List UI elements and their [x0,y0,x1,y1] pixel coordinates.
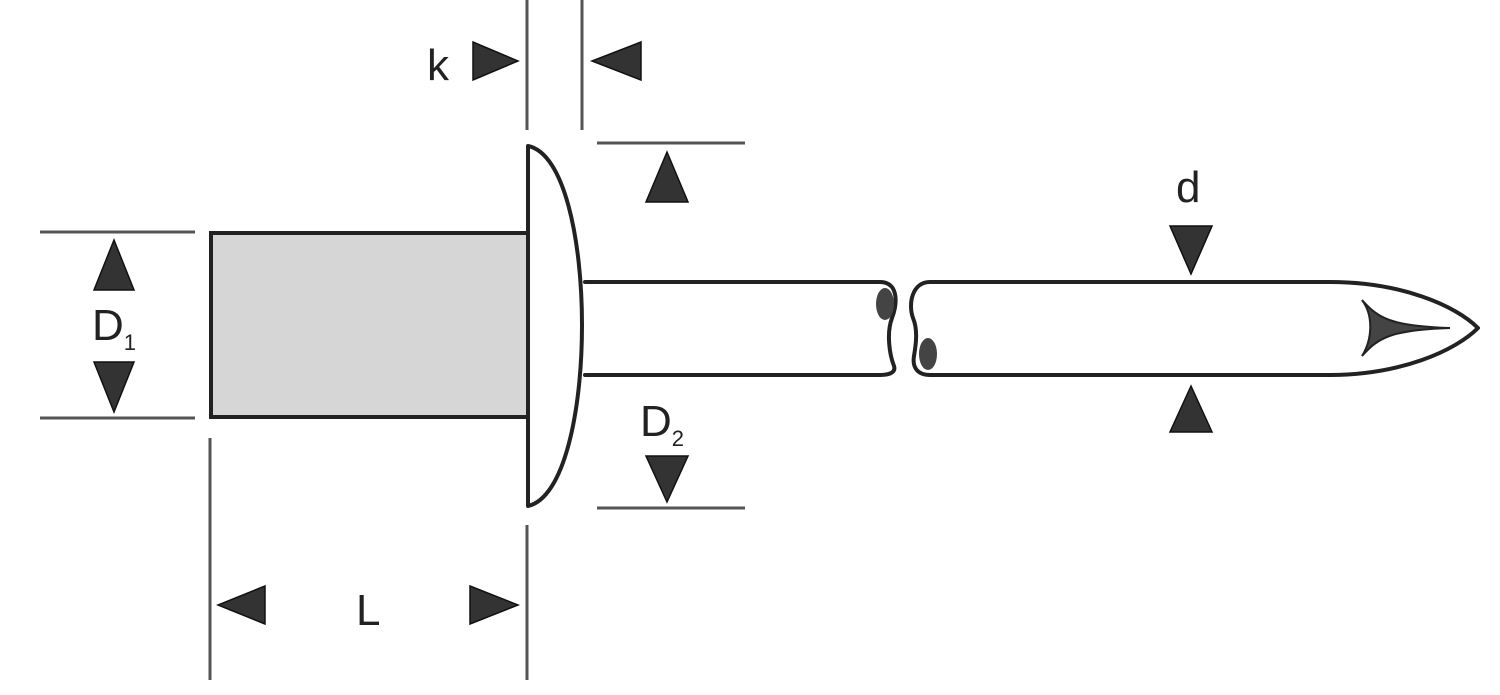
dimension-arrows [92,40,1214,626]
mandrel-left-segment [583,280,898,377]
mandrel-tip-mark [1361,299,1451,357]
break-mark-lower [919,338,937,370]
k-arrow-right [472,40,520,82]
d-arrow-down [1168,225,1214,276]
d1-arrow-down [92,361,136,415]
d1-arrow-up [92,237,136,291]
l-arrow-left [215,584,266,626]
d-arrow-up [1168,384,1214,433]
d2-arrow-down [644,455,690,504]
break-mark-upper [876,288,894,320]
label-d1: D1 [92,301,136,355]
label-k: k [427,41,450,90]
dimension-lines [40,0,745,680]
rivet-body [209,231,530,419]
l-arrow-right [469,584,521,626]
label-d1-main: D [92,301,124,350]
d2-arrow-up [644,150,690,203]
label-d1-sub: 1 [124,330,136,355]
mandrel-right-segment [909,280,1480,377]
label-l: L [356,586,380,635]
label-d2-main: D [640,397,672,446]
label-d2-sub: 2 [672,426,684,451]
rivet-head [526,144,584,508]
label-d: d [1176,163,1200,212]
label-d2: D2 [640,397,684,451]
k-arrow-left [589,40,642,82]
